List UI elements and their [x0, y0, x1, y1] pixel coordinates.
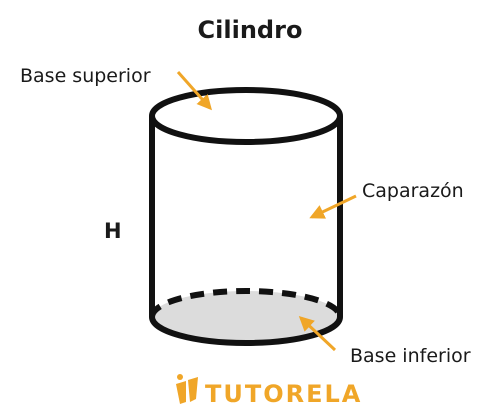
cylinder [149, 87, 343, 346]
shell-arrow [309, 194, 357, 219]
tutorela-logo: TUTORELA [176, 374, 362, 408]
diagram-title: Cilindro [198, 16, 303, 44]
bottom-base-label: Base inferior [350, 345, 471, 367]
bottom-base-fill [152, 291, 340, 343]
height-label: H [104, 219, 122, 243]
shell-label: Caparazón [362, 180, 464, 202]
tutorela-logo-text: TUTORELA [205, 380, 362, 408]
top-base-arrow [176, 71, 212, 111]
bottom-base-hidden-edge [149, 288, 343, 318]
bottom-base-arrow [298, 315, 337, 352]
top-base [149, 87, 343, 145]
tutorela-logo-icon [176, 374, 198, 404]
top-base-label: Base superior [20, 65, 151, 87]
bottom-base-front-edge [149, 316, 343, 346]
